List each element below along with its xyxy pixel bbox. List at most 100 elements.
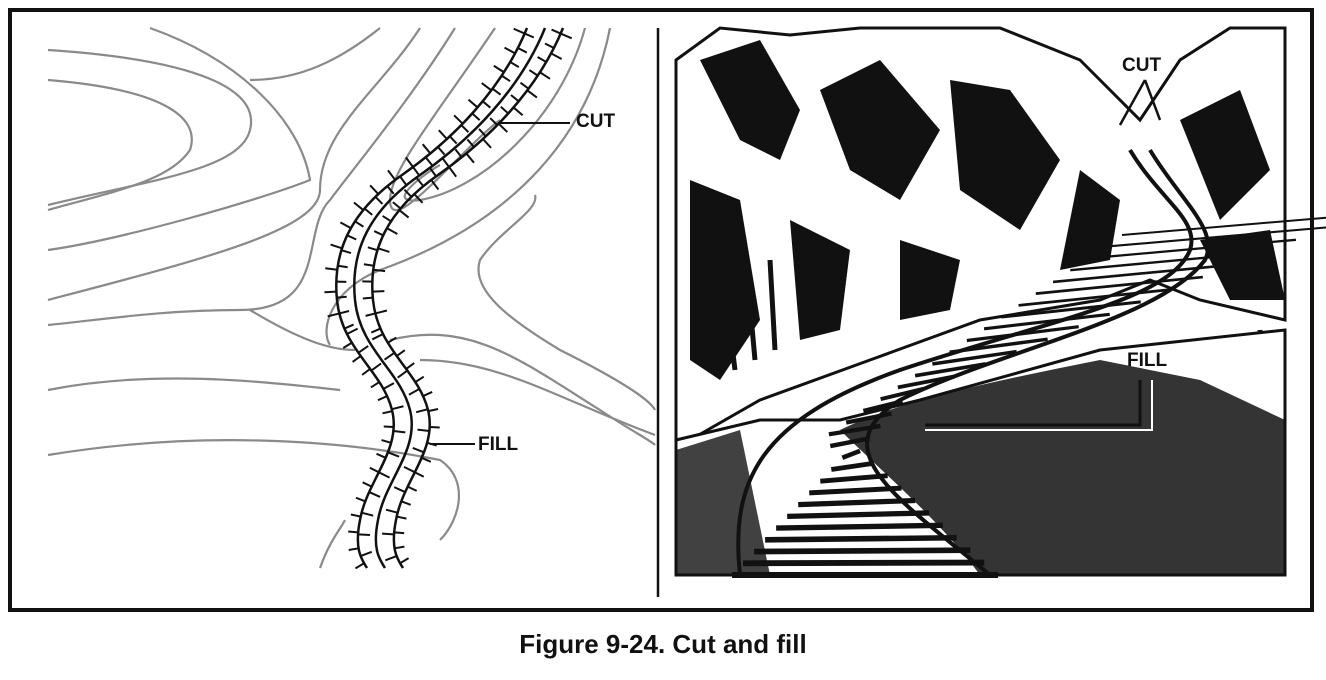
hachure-tick [526,89,538,99]
hachure-tick [408,388,420,396]
hachure-tick [412,446,425,454]
hachure-tick [512,106,524,117]
hachure-tick [482,138,492,149]
hachure-tick [327,312,340,318]
hachure-tick [386,227,398,235]
right-cut-leader-2 [1143,79,1162,121]
hachure-tick [367,246,378,252]
rail-tie [809,485,902,496]
hachure-tick [393,430,406,434]
hachure-tick [405,362,415,370]
hachure-tick [374,196,384,205]
rail-tie [1121,216,1326,236]
hachure-tick [517,47,528,54]
contour-lines [47,26,656,569]
hachure-tick [429,426,440,429]
hachure-tick [353,201,364,211]
hachure-tick [351,355,362,363]
hachure-tick [399,557,410,565]
hachure-tick [387,169,396,181]
hachure-tick [415,408,429,414]
hachure-tick [466,138,475,148]
rail-tie [1001,300,1141,319]
hachure-tick [381,532,395,536]
hachure-tick [369,466,380,474]
hachure-tick [509,61,520,68]
hachure-tick [497,122,508,133]
cut-fill-hachures [324,27,573,570]
hachure-tick [336,295,347,299]
rail-tie [1018,288,1172,307]
hachure-tick [354,220,364,228]
hachure-tick [357,345,369,354]
hachure-tick [422,391,433,397]
rail-tie [983,312,1110,331]
hachure-tick [524,32,535,39]
hachure-tick [344,323,354,330]
left-cut-label: CUT [576,111,616,132]
right-fill-leader [925,380,1142,427]
hachure-tick [403,465,416,474]
hachure-tick [500,106,509,115]
hachure-tick [330,243,343,250]
right-cut-label: CUT [1122,55,1162,76]
hachure-tick [504,46,516,55]
hachure-tick [393,486,406,493]
right-fill-label: FILL [1127,350,1168,371]
hachure-tick [382,382,395,390]
hachure-tick [396,349,406,357]
hachure-tick [528,69,539,77]
hachure-tick [339,310,350,315]
rail-tie [830,460,875,472]
hachure-tick [510,94,520,103]
hachure-tick [370,381,380,389]
rail-tie [743,559,985,567]
hachure-tick [421,456,432,463]
rail-tie [880,386,924,402]
rail-tie [828,423,881,437]
rail-tie [914,362,986,378]
hachure-tick [325,267,338,271]
figure-frame [8,8,1314,612]
hachure-tick [342,341,353,349]
hachure-tick [405,156,414,168]
hachure-tick [537,56,547,63]
hachure-tick [481,82,492,92]
hachure-tick [412,166,420,176]
hachure-tick [400,500,412,506]
hachure-tick [361,511,374,517]
rail-tie [1104,226,1326,248]
hachure-tick [429,167,437,177]
left-fill-label: FILL [478,434,519,455]
hachure-tick [383,425,394,429]
hachure-tick [382,410,393,415]
hachure-tick [399,175,407,186]
hachure-tick [372,290,385,293]
hachure-tick [365,312,376,317]
figure-caption: Figure 9-24. Cut and fill [519,629,807,659]
railroad-track [732,148,1326,578]
hachure-tick [489,117,498,126]
hachure-tick [337,264,348,269]
hachure-tick [398,209,410,219]
hachure-tick [428,408,439,413]
hachure-tick [362,296,373,300]
hachure-tick [467,98,479,109]
hachure-tick [375,309,388,315]
hachure-tick [373,268,386,273]
rail-tie [787,510,930,520]
hachure-tick [460,124,470,133]
hachure-tick [324,290,337,294]
hachure-tick [387,336,397,344]
hachure-tick [357,533,371,537]
rail-tie [765,534,957,543]
hachure-tick [413,193,424,204]
rail-tie [754,547,971,555]
hachure-tick [376,452,387,459]
hachure-tick [355,496,366,503]
hachure-tick [478,128,487,137]
hachure-tick [346,327,359,335]
hachure-tick [381,439,392,444]
hachure-tick [417,428,430,433]
